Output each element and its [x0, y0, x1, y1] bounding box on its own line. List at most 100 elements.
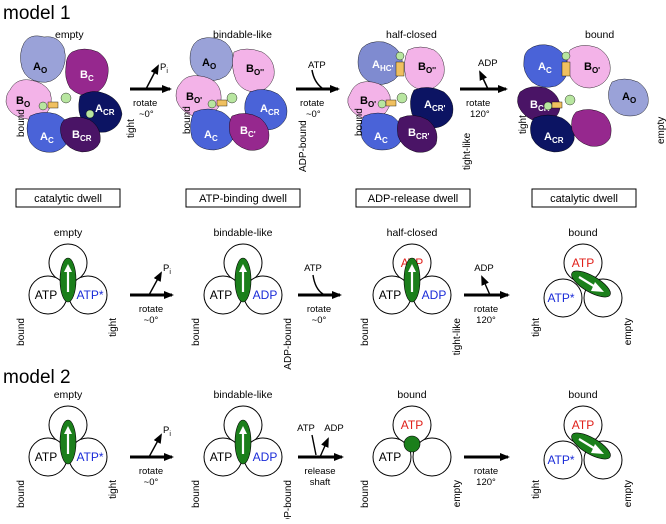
shaft-arrow-head	[408, 264, 416, 272]
side-right: tight	[126, 119, 137, 138]
arrow-bottom-2: ~0°	[139, 109, 154, 120]
shaft-arrow-head	[591, 282, 604, 292]
top-nucleotide: ATP	[572, 418, 594, 432]
dwell-label: ADP-release dwell	[368, 193, 458, 205]
ligand-P	[551, 101, 563, 109]
subunit-A-HC	[357, 41, 403, 85]
arrow-bottom-2: shaft	[310, 477, 331, 488]
label-A-C: AC	[538, 61, 552, 75]
label-B-C: BC	[80, 69, 94, 83]
arrow-top-label: ADP	[478, 58, 498, 69]
left-nucleotide: ATP*	[547, 453, 574, 467]
m1-arrow-1: Pi rotate ~0°	[130, 62, 172, 120]
shaft-dot	[403, 435, 421, 453]
subunit-A-C	[523, 44, 569, 88]
label-A-C: AC	[204, 129, 218, 143]
side-label-right: ADP-bound	[283, 318, 294, 370]
label-A-CR: ACR	[260, 103, 280, 117]
shaft-arrow-head	[239, 426, 247, 434]
arrow-out	[481, 275, 491, 296]
arrow-bottom-1: rotate	[139, 304, 163, 315]
arrow-bottom-1: rotate	[474, 304, 498, 315]
state-label: bindable-like	[214, 227, 273, 239]
central-shaft	[571, 270, 611, 298]
left-circle	[543, 278, 583, 318]
side-right: empty	[656, 117, 666, 144]
label-B-CR: BCR'	[408, 127, 430, 141]
subunit-A-O	[608, 78, 649, 117]
central-shaft	[59, 257, 77, 303]
central-shaft	[403, 435, 421, 453]
ligand-A	[85, 109, 95, 119]
m1-molecule-state-1: empty AO BC BO ACR AC BCR bound tight	[5, 29, 137, 153]
arrow-in	[312, 274, 324, 295]
top-nucleotide: ATP	[572, 256, 594, 270]
subunit-B-O	[347, 81, 391, 120]
right-nucleotide: ADP	[253, 450, 278, 464]
state-label: bindable-like	[213, 29, 272, 41]
arrow-bottom-2: ~0°	[306, 109, 321, 120]
side-left: tight	[518, 115, 529, 134]
subunit-A-C	[360, 112, 403, 151]
state-label: bound	[568, 227, 597, 239]
subunit-A-O	[20, 35, 66, 83]
arrow-out	[148, 433, 162, 458]
central-shaft	[59, 419, 77, 465]
state-label: empty	[54, 389, 83, 401]
m1-arrow-3: ADP rotate 120°	[460, 58, 508, 120]
arrow-out	[148, 271, 162, 296]
central-shaft	[234, 257, 252, 303]
right-circle	[412, 437, 452, 477]
ligand-A	[543, 101, 553, 111]
side-label-right: empty	[623, 318, 634, 345]
m1-schem-state-3: half-closedATPATPADPboundtight-like	[360, 227, 463, 355]
arrow-bottom-1: release	[304, 466, 335, 477]
state-label: half-closed	[387, 227, 438, 239]
dwell-label: ATP-binding dwell	[199, 193, 287, 205]
label-B-O2: BO''	[246, 63, 264, 77]
side-label-left: bound	[191, 480, 202, 508]
m1-arrow-2: ATP rotate ~0°	[296, 60, 340, 120]
side-left: bound	[182, 106, 193, 134]
label-B-O: BO'	[584, 61, 600, 75]
left-nucleotide: ATP	[210, 288, 232, 302]
dwell-label: catalytic dwell	[550, 193, 618, 205]
left-nucleotide: ATP	[379, 450, 401, 464]
arrow-bottom-1: rotate	[474, 466, 498, 477]
shaft-arrow-head	[239, 264, 247, 272]
label-A-O: AO	[202, 57, 216, 71]
arrow-bottom-2: 120°	[476, 315, 496, 326]
side-label-left: bound	[16, 318, 27, 346]
shaft-arrow-head	[64, 426, 72, 434]
shaft-arrow-head	[591, 444, 604, 454]
left-nucleotide: ATP	[379, 288, 401, 302]
right-nucleotide: ADP	[253, 288, 278, 302]
ligand-A	[207, 99, 217, 109]
side-label-right: empty	[452, 480, 463, 507]
subunit-B-CR	[397, 115, 438, 153]
arrow-top-label: Pi	[160, 62, 168, 75]
arrow-bottom-1: rotate	[133, 98, 157, 109]
arrow-top-label: ADP	[474, 263, 494, 274]
center-ligand	[60, 92, 72, 104]
center-ligand	[226, 92, 238, 104]
dwell-box-2: ATP-binding dwell	[185, 188, 301, 208]
subunit-A-CR	[530, 114, 575, 153]
side-label-right: tight-like	[452, 318, 463, 356]
center-ligand	[396, 92, 408, 104]
state-label: empty	[55, 29, 84, 41]
right-nucleotide: ADP	[422, 288, 447, 302]
label-B-CR: BCR	[72, 129, 92, 143]
state-label: empty	[54, 227, 83, 239]
label-A-C: AC	[40, 131, 54, 145]
subunit-B-O2	[232, 48, 275, 93]
arrow-bottom-2: 120°	[470, 109, 490, 120]
subunit-B-C	[229, 113, 270, 151]
side-right: ADP-bound	[298, 120, 309, 172]
